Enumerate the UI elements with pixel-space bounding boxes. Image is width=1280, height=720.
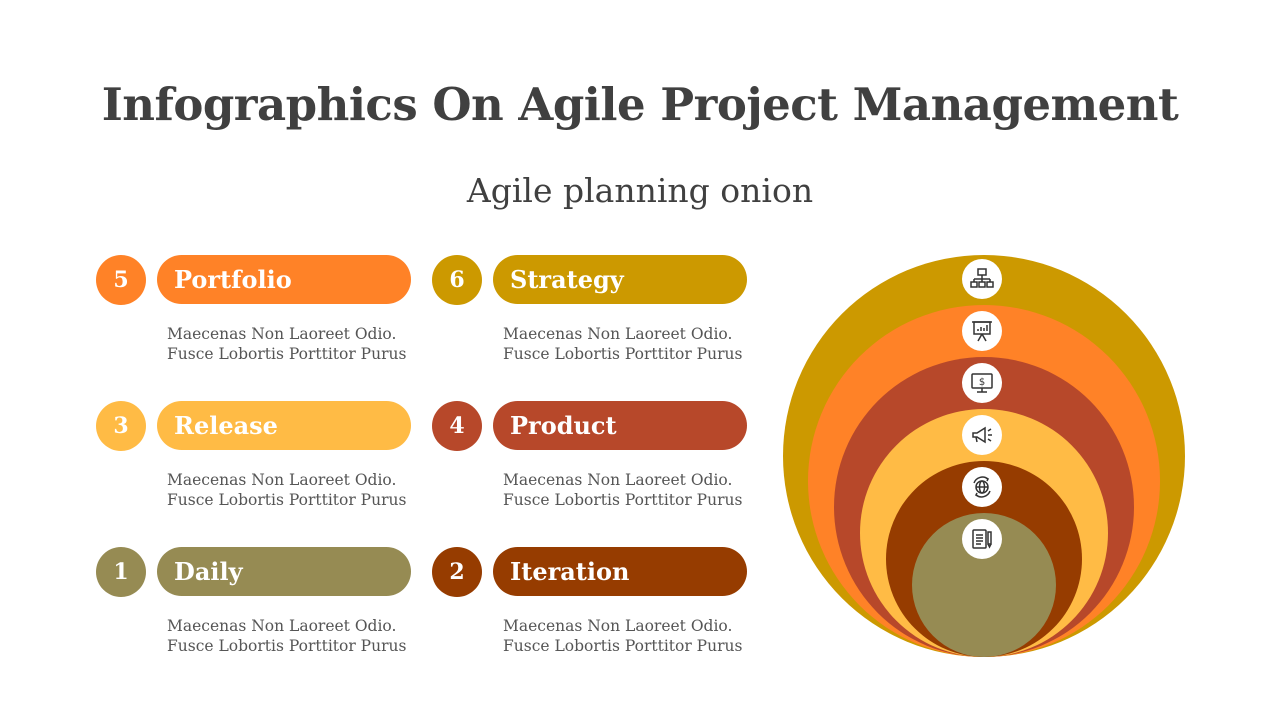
item-product: 4 Product Maecenas Non Laoreet Odio. Fus… xyxy=(432,401,752,521)
step-number-badge: 6 xyxy=(432,255,482,305)
description-line: Maecenas Non Laoreet Odio. xyxy=(167,325,397,343)
description-line: Maecenas Non Laoreet Odio. xyxy=(503,471,733,489)
item-daily: 1 Daily Maecenas Non Laoreet Odio. Fusce… xyxy=(96,547,416,667)
step-label-pill: Portfolio xyxy=(157,255,411,304)
step-label-pill: Product xyxy=(493,401,747,450)
step-description: Maecenas Non Laoreet Odio. Fusce Loborti… xyxy=(167,471,417,510)
planning-onion-diagram: $ xyxy=(782,254,1186,658)
step-label-pill: Daily xyxy=(157,547,411,596)
step-number-badge: 5 xyxy=(96,255,146,305)
description-line: Maecenas Non Laoreet Odio. xyxy=(167,471,397,489)
description-line: Maecenas Non Laoreet Odio. xyxy=(167,617,397,635)
step-description: Maecenas Non Laoreet Odio. Fusce Loborti… xyxy=(167,617,417,656)
description-line: Fusce Lobortis Porttitor Purus xyxy=(503,490,743,509)
globe-cycle-icon xyxy=(962,467,1002,507)
item-portfolio: 5 Portfolio Maecenas Non Laoreet Odio. F… xyxy=(96,255,416,375)
org-chart-icon xyxy=(962,259,1002,299)
description-line: Fusce Lobortis Porttitor Purus xyxy=(167,636,407,655)
description-line: Fusce Lobortis Porttitor Purus xyxy=(167,344,407,363)
monitor-dollar-icon: $ xyxy=(962,363,1002,403)
megaphone-icon xyxy=(962,415,1002,455)
step-label-pill: Release xyxy=(157,401,411,450)
step-description: Maecenas Non Laoreet Odio. Fusce Loborti… xyxy=(167,325,417,364)
step-number-badge: 1 xyxy=(96,547,146,597)
presentation-board-icon xyxy=(962,311,1002,351)
item-iteration: 2 Iteration Maecenas Non Laoreet Odio. F… xyxy=(432,547,752,667)
step-description: Maecenas Non Laoreet Odio. Fusce Loborti… xyxy=(503,471,753,510)
svg-text:$: $ xyxy=(979,377,985,388)
item-strategy: 6 Strategy Maecenas Non Laoreet Odio. Fu… xyxy=(432,255,752,375)
step-label-pill: Strategy xyxy=(493,255,747,304)
page-subtitle: Agile planning onion xyxy=(466,171,814,210)
step-description: Maecenas Non Laoreet Odio. Fusce Loborti… xyxy=(503,325,753,364)
step-number-badge: 4 xyxy=(432,401,482,451)
page-title: Infographics On Agile Project Management xyxy=(101,78,1179,131)
description-line: Fusce Lobortis Porttitor Purus xyxy=(503,344,743,363)
description-line: Fusce Lobortis Porttitor Purus xyxy=(503,636,743,655)
item-release: 3 Release Maecenas Non Laoreet Odio. Fus… xyxy=(96,401,416,521)
step-number-badge: 3 xyxy=(96,401,146,451)
step-description: Maecenas Non Laoreet Odio. Fusce Loborti… xyxy=(503,617,753,656)
description-line: Fusce Lobortis Porttitor Purus xyxy=(167,490,407,509)
step-number-badge: 2 xyxy=(432,547,482,597)
description-line: Maecenas Non Laoreet Odio. xyxy=(503,325,733,343)
onion-layer-daily xyxy=(912,513,1056,657)
document-pen-icon xyxy=(962,519,1002,559)
description-line: Maecenas Non Laoreet Odio. xyxy=(503,617,733,635)
step-label-pill: Iteration xyxy=(493,547,747,596)
